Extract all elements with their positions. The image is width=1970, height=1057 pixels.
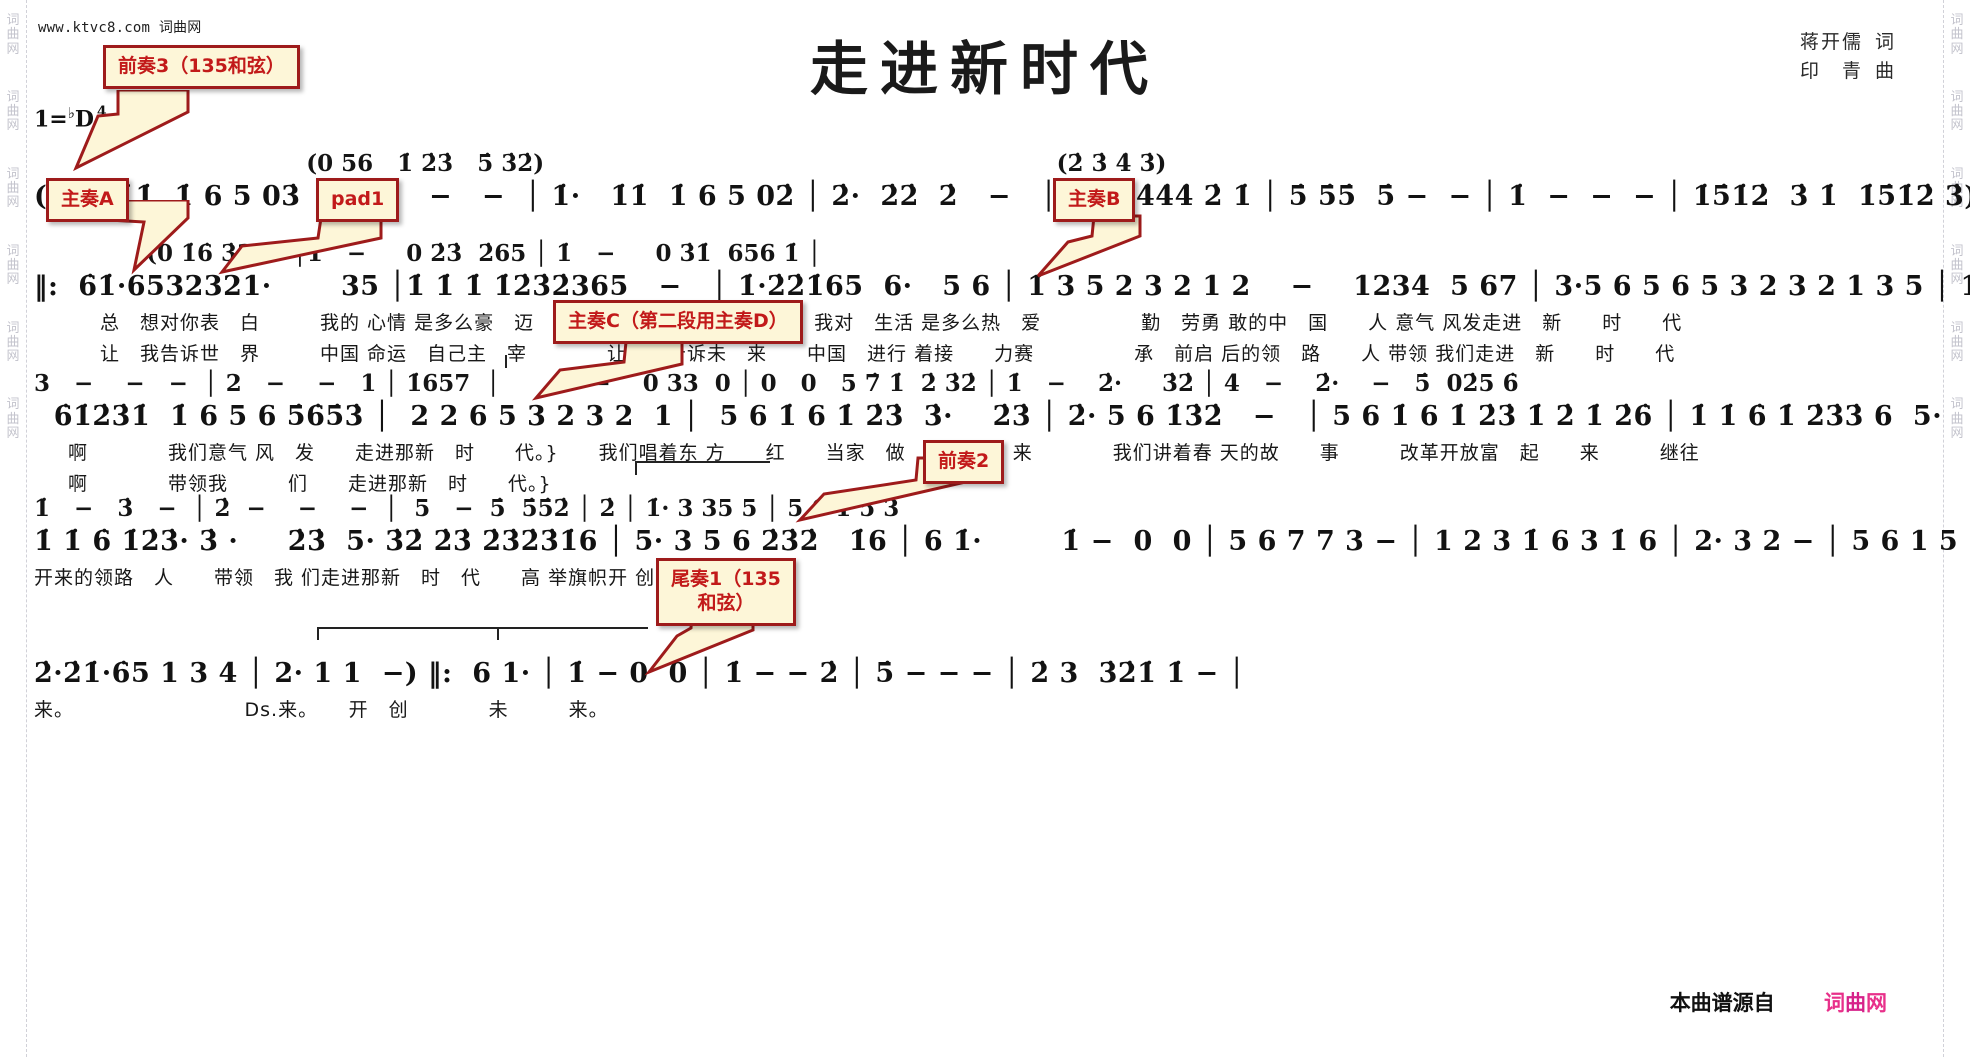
- callout-themeB[interactable]: 主奏B: [1053, 178, 1136, 222]
- watermark-text: 词曲网: [6, 320, 20, 365]
- callout-pad1[interactable]: pad1: [316, 178, 400, 222]
- watermark-text: 词曲网: [1950, 320, 1964, 365]
- watermark-text: 词曲网: [6, 89, 20, 134]
- key-note: D: [74, 106, 94, 133]
- watermark-text: 词曲网: [6, 13, 20, 57]
- callout-themeA[interactable]: 主奏A: [46, 178, 129, 222]
- watermark-text: 词曲网: [6, 243, 20, 288]
- callout-coda1[interactable]: 尾奏1（135 和弦）: [656, 558, 796, 626]
- meter-bottom: 4: [96, 116, 107, 133]
- composer-role: 曲: [1874, 60, 1894, 83]
- key-accidental-icon: ♭: [67, 104, 75, 122]
- stave-5-notes: 2̇·2̇1̇·6̇5 1 3 4 │ 2· 1 1 −) ‖: 6 1· │ …: [34, 658, 1246, 689]
- lyricist-line: 蒋开儒词: [1800, 28, 1894, 57]
- watermark-text: 词曲网: [6, 166, 20, 211]
- footer-brand-char-1: 词: [1824, 991, 1845, 1015]
- stave-1-upper-notes: (0 56 1̇ 2̇3̇ 5̇ 3̇2̇) (2̇ 3̇ 4̇ 3̇): [34, 150, 1167, 177]
- watermark-text: 词曲网: [6, 397, 20, 442]
- source-site-name: 词曲网: [158, 20, 202, 36]
- key-signature-label: 1=: [34, 106, 68, 133]
- stave-3-lyrics-verse1: 啊 我们意气 风 发 走进那新 时 代。} 我们唱着东 方 红 当家 做 主站 …: [68, 442, 1700, 464]
- stave-5-lyrics-verse1: 来。 Ds.来。 开 创 未 来。: [34, 699, 609, 721]
- stave-2-notes: ‖: 6̇1̇·6532321· 35 │1̇ 1̇ 1̇ 1̇2̇3̇2̇36…: [34, 271, 1970, 302]
- stave-5: 2̇·2̇1̇·6̇5 1 3 4 │ 2· 1 1 −) ‖: 6 1· │ …: [28, 660, 1942, 722]
- credits: 蒋开儒词 印 青曲: [1800, 28, 1894, 87]
- stave-3-notes: 6̇1̇2̇3̇1̇ 1̇ 6 5 6 5̇6̇5̇3̇ │ 2 2 6 5 3…: [34, 401, 1970, 432]
- stave-2: (0 1̇6̇ 3̇323 │1 − 0 2̇3̇ 2̇65 │ 1̇ − 0 …: [28, 240, 1970, 366]
- page-title: 走进新时代: [809, 35, 1160, 103]
- composer-name: 印 青: [1799, 60, 1863, 83]
- stave-4-lyrics-verse1: 开来的领路 人 带领 我 们走进那新 时 代 高 举旗帜开 创 未 来: [34, 567, 776, 589]
- callout-prelude3[interactable]: 前奏3（135和弦）: [103, 45, 300, 89]
- footer-text: 本曲谱源自: [1669, 991, 1775, 1015]
- footer: 本曲谱源自 词曲网: [1670, 987, 1887, 1017]
- watermark-text: 词曲网: [1950, 13, 1964, 57]
- callout-prelude2[interactable]: 前奏2: [923, 440, 1005, 484]
- callout-themeC[interactable]: 主奏C（第二段用主奏D）: [553, 300, 803, 344]
- source-url-text: www.ktvc8.com: [38, 20, 151, 36]
- footer-brand[interactable]: 词曲网: [1824, 991, 1887, 1015]
- stave-3-lyrics-verse2: 啊 带领我 们 走进那新 时 代。}: [68, 473, 552, 495]
- stave-2-lyrics-verse2: 让 我告诉世 界 中国 命运 自己主 宰 让 我告诉未 来 中国 进行 着接 力…: [100, 343, 1676, 365]
- stave-4-notes: 1̇ 1̇ 6̇ 1̇2̇3̇· 3̇ · 2̇3̇ 5· 3̇2̇ 2̇3̇ …: [34, 526, 1970, 557]
- composer-line: 印 青曲: [1800, 57, 1894, 86]
- stave-2-upper-notes: (0 1̇6̇ 3̇323 │1 − 0 2̇3̇ 2̇65 │ 1̇ − 0 …: [34, 240, 1254, 267]
- footer-brand-char-3: 网: [1866, 991, 1887, 1015]
- watermark-text: 词曲网: [1950, 89, 1964, 134]
- lyricist-name: 蒋开儒: [1799, 31, 1863, 53]
- stave-4: 1̇ − 3̇ − │ 2̇ − − − │ 5 − 5̇ 5̇5̇2̇ │ 2…: [28, 495, 1970, 590]
- lyricist-role: 词: [1874, 31, 1894, 53]
- stave-4-upper-notes: 1̇ − 3̇ − │ 2̇ − − − │ 5 − 5̇ 5̇5̇2̇ │ 2…: [34, 495, 900, 522]
- stave-2-lyrics-verse1: 总 想对你表 白 我的 心情 是多么豪 迈 总 想对你倾 诉 我对 生活 是多么…: [100, 312, 1683, 334]
- stave-3-upper-notes: 3 − − − │ 2 − − 1 │ 1̇657 │ − − 0 33 0 │…: [34, 370, 1519, 397]
- watermark-left: 词曲网 词曲网 词曲网 词曲网 词曲网 词曲网: [0, 0, 27, 1057]
- source-url: www.ktvc8.com 词曲网: [38, 17, 201, 37]
- footer-brand-char-2: 曲: [1845, 991, 1866, 1015]
